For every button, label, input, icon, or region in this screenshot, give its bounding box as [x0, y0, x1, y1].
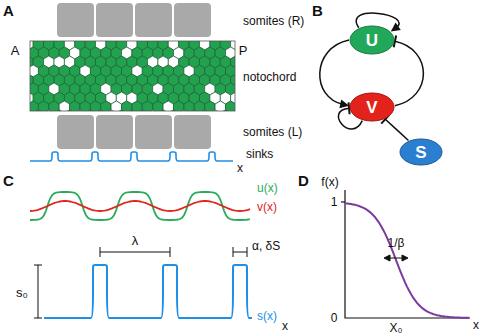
axis-label: x	[282, 320, 288, 332]
axis-end-label: A	[11, 44, 20, 57]
notochord-cells	[30, 41, 235, 111]
curve-label: u(x)	[257, 182, 278, 194]
panel-letter: B	[312, 3, 323, 18]
activation-connector	[320, 40, 349, 108]
species-node: V	[349, 92, 395, 122]
curve-label: s(x)	[257, 310, 277, 322]
species-node: U	[349, 25, 395, 55]
brackets	[34, 247, 247, 318]
amplitude-label: s₀	[16, 286, 28, 299]
curve-label: v(x)	[257, 201, 277, 213]
panel-letter: C	[3, 173, 14, 188]
axis-label: f(x)	[321, 176, 338, 188]
node-label: U	[349, 32, 395, 49]
axis-label: x	[473, 319, 479, 331]
u-profile	[30, 192, 250, 220]
tick-label: X₀	[390, 322, 403, 334]
axes	[341, 190, 470, 318]
panel-letter: D	[298, 173, 309, 188]
structure-label: somites (R)	[243, 15, 304, 27]
s-profile	[44, 265, 252, 318]
inhibition-connector	[394, 35, 424, 105]
somites-left	[57, 115, 211, 149]
v-profile	[30, 201, 250, 211]
sigmoid-curve	[345, 203, 469, 318]
node-label: V	[349, 99, 395, 116]
sinks-profile	[30, 152, 233, 161]
width-arrow	[384, 255, 408, 261]
notochord-outline	[30, 41, 235, 111]
somites-right	[57, 3, 211, 37]
structure-label: sinks	[246, 148, 273, 160]
period-label: λ	[132, 234, 139, 247]
width-label: α, δS	[252, 240, 280, 252]
species-node: S	[399, 138, 443, 166]
width-label: 1/β	[388, 237, 405, 249]
panel-letter: A	[3, 3, 14, 18]
structure-label: notochord	[243, 71, 296, 83]
tick-label: 1	[331, 196, 338, 208]
axis-end-label: P	[239, 44, 248, 57]
node-label: S	[399, 144, 443, 161]
tick-label: 0	[331, 312, 338, 324]
axis-label: x	[237, 162, 243, 174]
structure-label: somites (L)	[243, 126, 302, 138]
